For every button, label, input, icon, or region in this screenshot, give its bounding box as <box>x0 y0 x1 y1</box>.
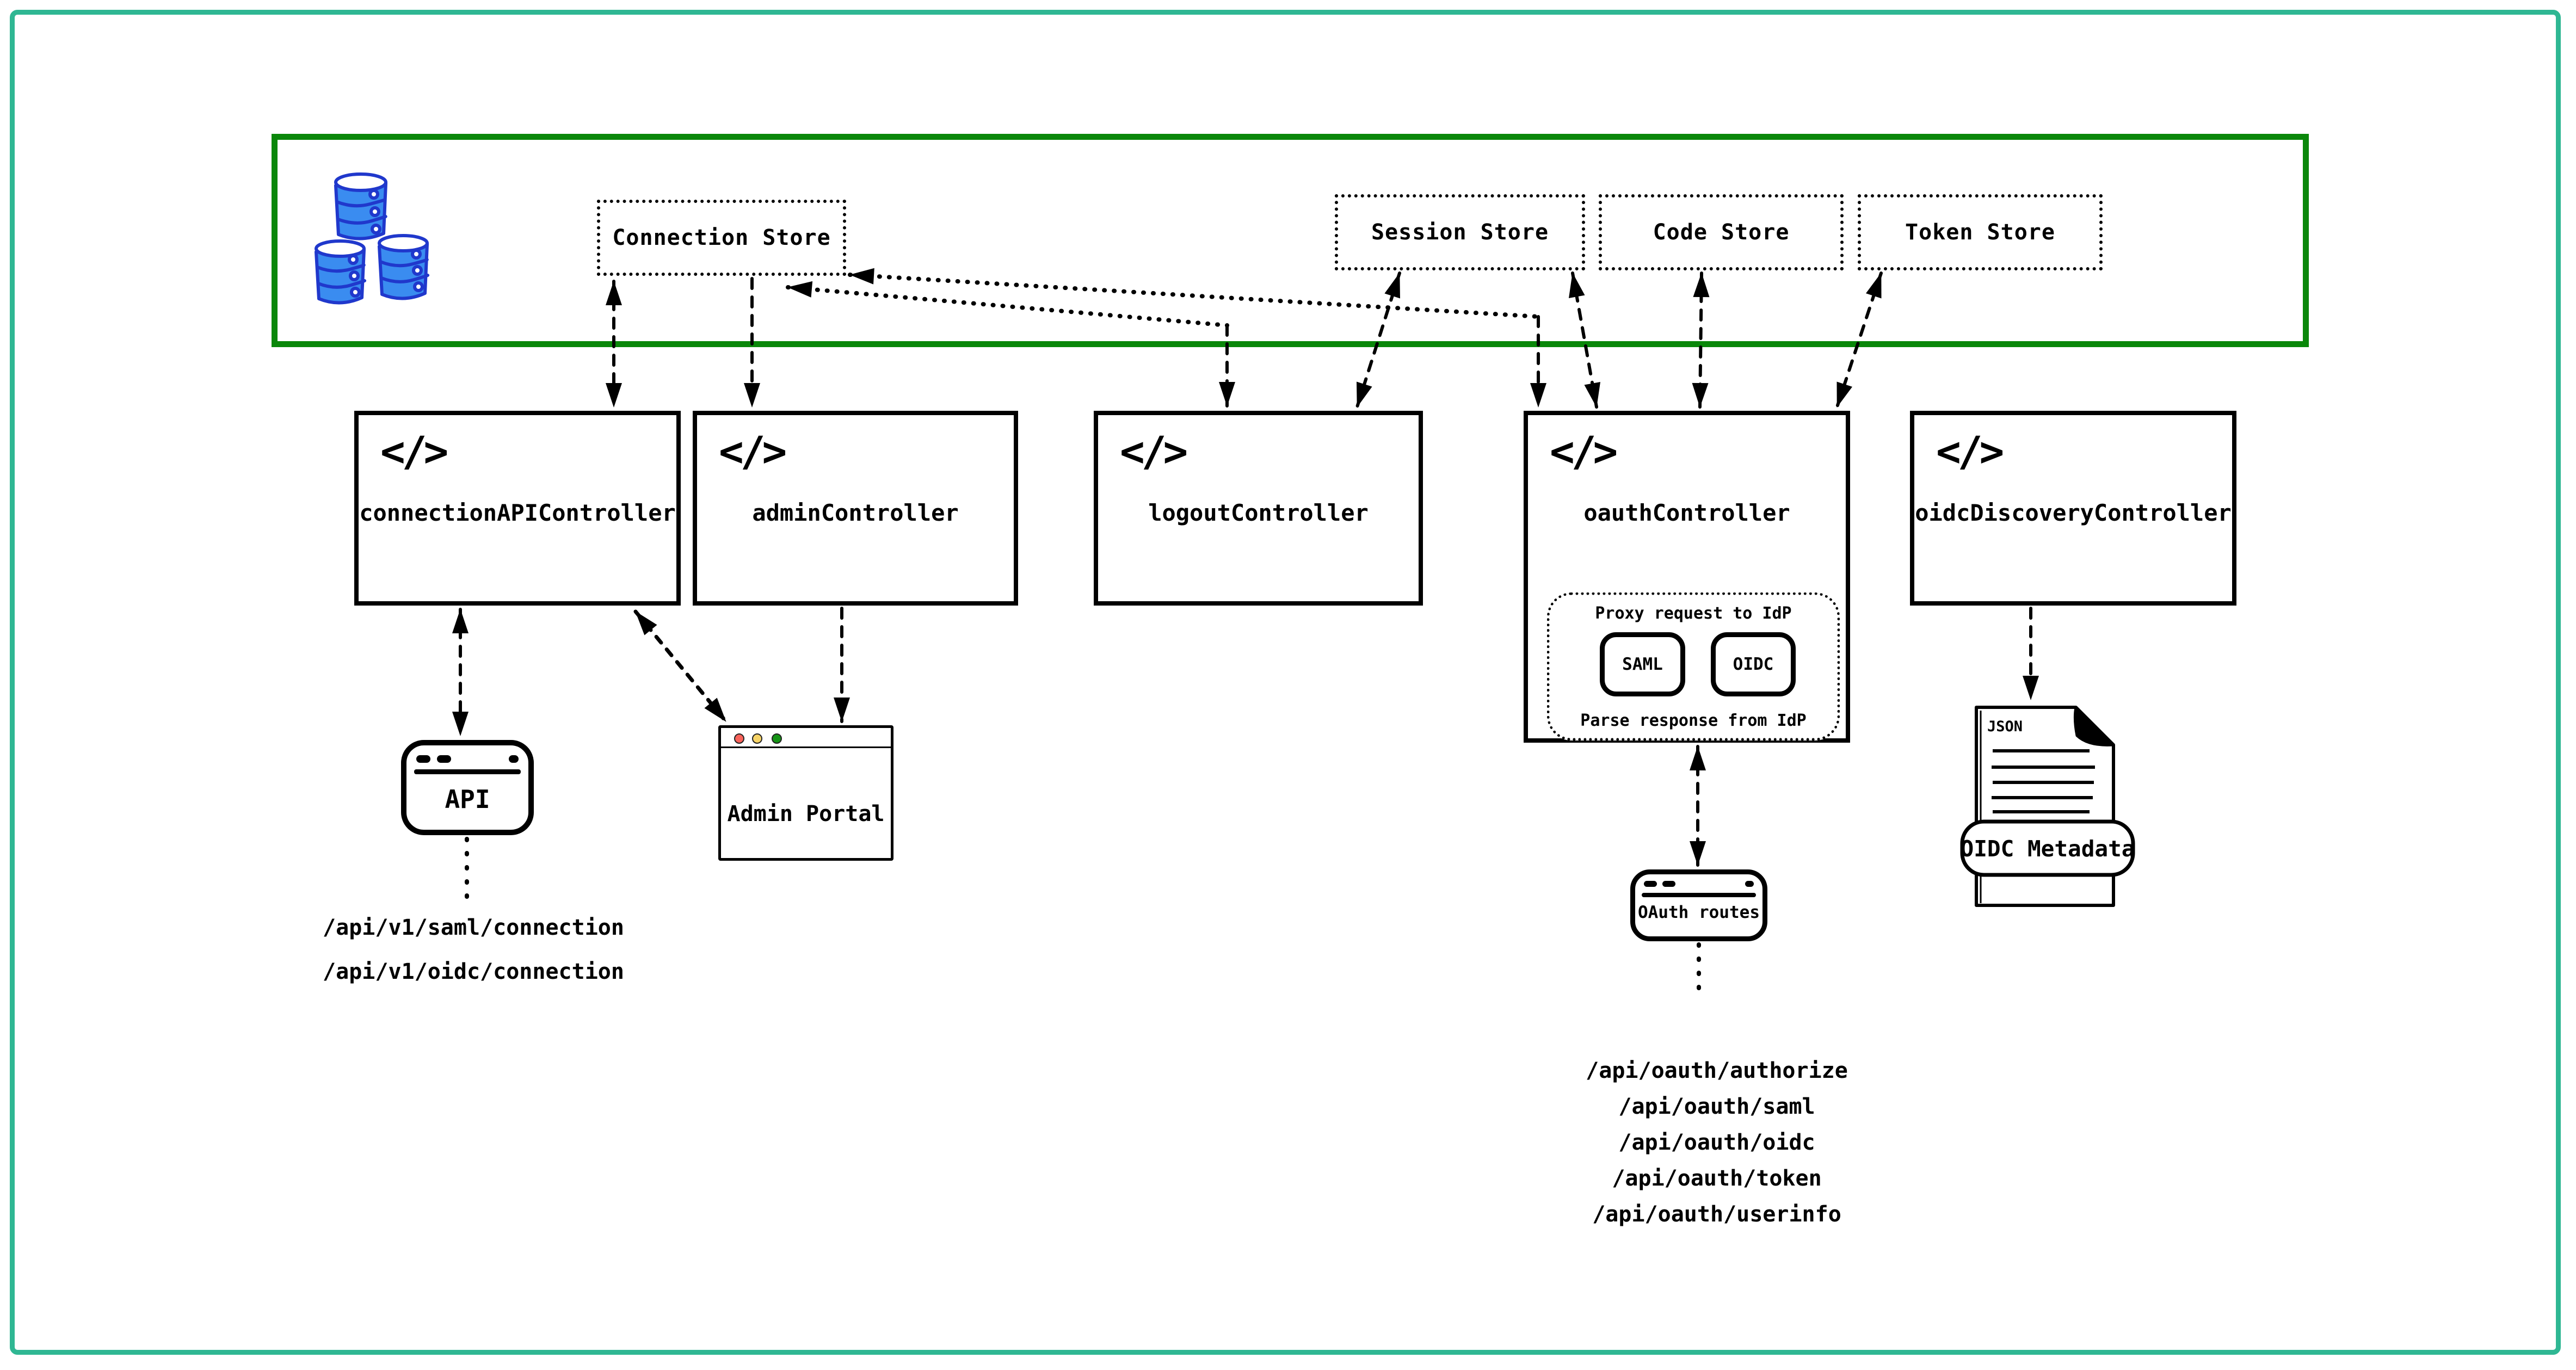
outer-frame <box>10 10 2561 1355</box>
endpoint: /api/oauth/saml <box>1618 1094 1815 1119</box>
close-dot-icon <box>734 733 744 744</box>
api-window-label: API <box>445 785 490 814</box>
code-icon: </> <box>719 427 787 476</box>
endpoint: /api/oauth/userinfo <box>1592 1202 1841 1227</box>
controller-admin: </> adminController <box>693 411 1018 606</box>
oauth-routes-window-icon: OAuth routes <box>1630 869 1767 941</box>
store-connection: Connection Store <box>597 200 846 276</box>
store-token: Token Store <box>1858 194 2103 270</box>
code-icon: </> <box>1936 427 2004 476</box>
json-file-type: JSON <box>1987 718 2023 735</box>
controller-logout-label: logoutController <box>1148 499 1369 526</box>
controller-oidc-discovery: </> oidcDiscoveryController <box>1910 411 2236 606</box>
database-stack-icon <box>315 172 429 305</box>
parse-response-label: Parse response from IdP <box>1580 711 1807 730</box>
proxy-request-label: Proxy request to IdP <box>1595 604 1792 623</box>
oauth-endpoints: /api/oauth/authorize /api/oauth/saml /ap… <box>1518 1053 1915 1232</box>
connection-api-endpoints: /api/v1/saml/connection /api/v1/oidc/con… <box>302 906 645 994</box>
maximize-dot-icon <box>772 733 782 744</box>
store-code-label: Code Store <box>1653 220 1790 245</box>
oidc-metadata-badge: OIDC Metadata <box>1961 836 2135 862</box>
controller-oidc-discovery-label: oidcDiscoveryController <box>1915 499 2232 526</box>
store-session-label: Session Store <box>1371 220 1549 245</box>
json-document-icon: JSON OIDC Metadata <box>1960 706 2135 907</box>
controller-admin-label: adminController <box>752 499 959 526</box>
window-dot <box>1745 881 1754 887</box>
code-icon: </> <box>1550 427 1618 476</box>
idp-proxy-group: Proxy request to IdP SAML OIDC Parse res… <box>1547 593 1840 740</box>
window-bar-line <box>414 769 521 774</box>
store-connection-label: Connection Store <box>612 225 831 250</box>
window-dot <box>437 755 451 763</box>
admin-portal-titlebar <box>721 728 891 748</box>
store-code: Code Store <box>1599 194 1844 270</box>
oauth-routes-label: OAuth routes <box>1638 903 1760 922</box>
api-window-icon: API <box>401 740 534 835</box>
controller-connection-api-label: connectionAPIController <box>359 499 676 526</box>
admin-portal-label: Admin Portal <box>727 801 885 826</box>
store-token-label: Token Store <box>1905 220 2055 245</box>
endpoint: /api/v1/oidc/connection <box>323 959 624 984</box>
persistence-layer-box <box>272 134 2309 347</box>
code-icon: </> <box>380 427 448 476</box>
endpoint: /api/oauth/oidc <box>1618 1130 1815 1155</box>
endpoint: /api/oauth/authorize <box>1586 1058 1848 1083</box>
window-dot <box>1662 881 1675 887</box>
minimize-dot-icon <box>752 733 762 744</box>
window-dot <box>416 755 430 763</box>
endpoint: /api/oauth/token <box>1612 1166 1822 1191</box>
window-dot <box>1644 881 1657 887</box>
controller-oauth-label: oauthController <box>1583 499 1790 526</box>
controller-oauth: </> oauthController Proxy request to IdP… <box>1524 411 1850 743</box>
code-icon: </> <box>1120 427 1188 476</box>
admin-portal-window: Admin Portal <box>718 725 893 861</box>
window-dot <box>509 755 519 763</box>
window-bar-line <box>1642 893 1756 897</box>
endpoint: /api/v1/saml/connection <box>323 915 624 940</box>
controller-logout: </> logoutController <box>1094 411 1423 606</box>
controller-connection-api: </> connectionAPIController <box>354 411 681 606</box>
oidc-pill: OIDC <box>1711 632 1796 696</box>
store-session: Session Store <box>1335 194 1585 270</box>
saml-pill: SAML <box>1600 632 1685 696</box>
